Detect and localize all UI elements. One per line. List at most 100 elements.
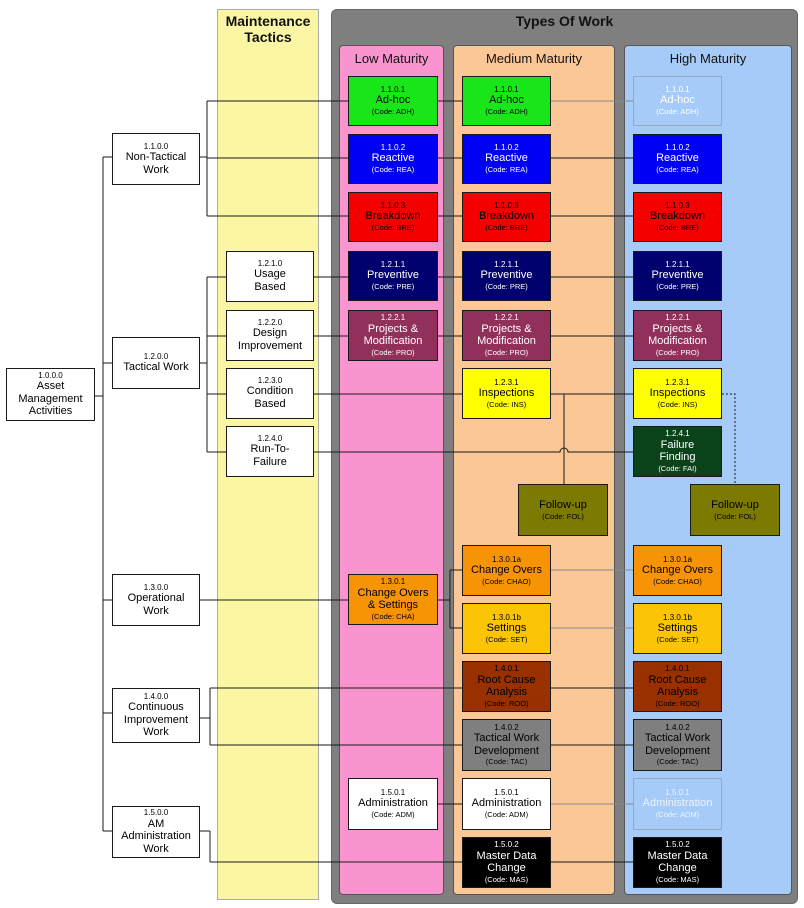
medium-master-data-change[interactable]: 1.5.0.2 Master Data Change (Code: MAS) (462, 837, 551, 888)
low-breakdown[interactable]: 1.1.0.3 Breakdown (Code: BRE) (348, 192, 438, 242)
high-change-overs[interactable]: 1.3.0.1a Change Overs (Code: CHAO) (633, 545, 722, 596)
medium-administration[interactable]: 1.5.0.1 Administration (Code: ADM) (462, 778, 551, 830)
medium-tactical-work-development[interactable]: 1.4.0.2 Tactical Work Development (Code:… (462, 719, 551, 771)
box-number: 1.5.0.1 (494, 788, 519, 798)
high-failure-finding[interactable]: 1.2.4.1 Failure Finding (Code: FAI) (633, 426, 722, 477)
box-title: Design Improvement (237, 327, 303, 353)
box-number: 1.2.2.1 (494, 313, 519, 323)
box-code: (Code: MAS) (655, 874, 700, 884)
box-code: (Code: ADM) (371, 810, 415, 820)
box-title: Breakdown (478, 210, 535, 223)
am-administration-work[interactable]: 1.5.0.0 AM Administration Work (112, 806, 200, 858)
box-number: 1.5.0.1 (380, 788, 406, 798)
box-title: Root Cause Analysis (648, 673, 707, 699)
medium-settings[interactable]: 1.3.0.1b Settings (Code: SET) (462, 603, 551, 654)
box-code: (Code: INS) (486, 399, 527, 409)
box-title: Change Overs (642, 563, 713, 576)
box-code: (Code: CHA) (371, 611, 415, 621)
box-number: 1.2.4.1 (665, 429, 690, 439)
non-tactical-work[interactable]: 1.1.0.0 Non-Tactical Work (112, 133, 200, 185)
box-number: 1.2.0.0 (143, 352, 169, 362)
high-breakdown[interactable]: 1.1.0.3 Breakdown (Code: BRE) (633, 192, 722, 242)
high-projects-modification[interactable]: 1.2.2.1 Projects & Modification (Code: P… (633, 310, 722, 361)
box-title: Ad-hoc (660, 94, 695, 107)
box-code: (Code: TAC) (656, 757, 699, 767)
box-title: Tactical Work (123, 361, 189, 374)
medium-follow-up[interactable]: Follow-up (Code: FOL) (518, 484, 608, 536)
high-root-cause-analysis[interactable]: 1.4.0.1 Root Cause Analysis (Code: ROO) (633, 661, 722, 712)
high-preventive[interactable]: 1.2.1.1 Preventive (Code: PRE) (633, 251, 722, 301)
box-number: 1.5.0.1 (665, 788, 690, 798)
box-title: Ad-hoc (489, 94, 524, 107)
high-follow-up[interactable]: Follow-up (Code: FOL) (690, 484, 780, 536)
high-settings[interactable]: 1.3.0.1b Settings (Code: SET) (633, 603, 722, 654)
box-number: 1.2.3.1 (494, 377, 519, 387)
operational-work[interactable]: 1.3.0.0 Operational Work (112, 574, 200, 626)
high-reactive[interactable]: 1.1.0.2 Reactive (Code: REA) (633, 134, 722, 184)
low-maturity-panel (339, 45, 444, 895)
box-code: (Code: ROO) (484, 698, 529, 708)
box-code: (Code: ROO) (655, 698, 700, 708)
box-number: 1.3.0.1 (380, 577, 406, 587)
high-master-data-change[interactable]: 1.5.0.2 Master Data Change (Code: MAS) (633, 837, 722, 888)
box-number: 1.3.0.0 (143, 582, 169, 592)
box-title: Reactive (485, 152, 528, 165)
high-adhoc[interactable]: 1.1.0.1 Ad-hoc (Code: ADH) (633, 76, 722, 126)
box-code: (Code: REA) (656, 165, 699, 175)
box-code: (Code: FAI) (658, 463, 697, 473)
low-administration[interactable]: 1.5.0.1 Administration (Code: ADM) (348, 778, 438, 830)
low-reactive[interactable]: 1.1.0.2 Reactive (Code: REA) (348, 134, 438, 184)
tactical-work[interactable]: 1.2.0.0 Tactical Work (112, 337, 200, 389)
box-title: Breakdown (649, 210, 706, 223)
medium-preventive[interactable]: 1.2.1.1 Preventive (Code: PRE) (462, 251, 551, 301)
medium-inspections[interactable]: 1.2.3.1 Inspections (Code: INS) (462, 368, 551, 419)
root-asset-management[interactable]: 1.0.0.0 Asset Management Activities (6, 368, 95, 421)
box-title: Failure Finding (659, 438, 696, 464)
high-inspections[interactable]: 1.2.3.1 Inspections (Code: INS) (633, 368, 722, 419)
medium-root-cause-analysis[interactable]: 1.4.0.1 Root Cause Analysis (Code: ROO) (462, 661, 551, 712)
medium-projects-modification[interactable]: 1.2.2.1 Projects & Modification (Code: P… (462, 310, 551, 361)
box-title: Inspections (649, 386, 706, 399)
box-code: (Code: MAS) (484, 874, 529, 884)
medium-breakdown[interactable]: 1.1.0.3 Breakdown (Code: BRE) (462, 192, 551, 242)
box-code: (Code: FOL) (714, 511, 756, 521)
box-number: 1.2.2.1 (380, 313, 406, 323)
tactic-run-to-failure[interactable]: 1.2.4.0 Run-To- Failure (226, 426, 314, 477)
tactic-design-improvement[interactable]: 1.2.2.0 Design Improvement (226, 310, 314, 361)
box-number: 1.1.0.1 (380, 85, 406, 95)
box-title: Preventive (651, 269, 704, 282)
medium-reactive[interactable]: 1.1.0.2 Reactive (Code: REA) (462, 134, 551, 184)
box-number: 1.3.0.1a (492, 554, 521, 564)
low-adhoc[interactable]: 1.1.0.1 Ad-hoc (Code: ADH) (348, 76, 438, 126)
box-number: 1.4.0.1 (494, 664, 519, 674)
box-number: 1.5.0.2 (665, 840, 690, 850)
tactic-usage-based[interactable]: 1.2.1.0 Usage Based (226, 251, 314, 302)
box-number: 1.0.0.0 (38, 370, 63, 380)
box-number: 1.1.0.2 (665, 143, 690, 153)
box-title: Run-To- Failure (250, 443, 290, 469)
low-projects-modification[interactable]: 1.2.2.1 Projects & Modification (Code: P… (348, 310, 438, 361)
box-number: 1.4.0.0 (143, 691, 169, 701)
low-change-overs-settings[interactable]: 1.3.0.1 Change Overs & Settings (Code: C… (348, 574, 438, 625)
box-title: Projects & Modification (477, 322, 536, 348)
high-tactical-work-development[interactable]: 1.4.0.2 Tactical Work Development (Code:… (633, 719, 722, 771)
box-title: Operational Work (127, 591, 185, 617)
box-number: 1.2.1.0 (257, 259, 283, 269)
box-code: (Code: ADH) (485, 107, 528, 117)
box-code: (Code: INS) (657, 399, 698, 409)
box-title: Master Data Change (476, 849, 537, 875)
low-preventive[interactable]: 1.2.1.1 Preventive (Code: PRE) (348, 251, 438, 301)
box-title: Administration (642, 797, 713, 810)
medium-adhoc[interactable]: 1.1.0.1 Ad-hoc (Code: ADH) (462, 76, 551, 126)
medium-change-overs[interactable]: 1.3.0.1a Change Overs (Code: CHAO) (462, 545, 551, 596)
box-number: 1.1.0.2 (380, 143, 406, 153)
box-number: 1.3.0.1a (663, 554, 692, 564)
box-title: Projects & Modification (363, 322, 423, 348)
medium-maturity-header: Medium Maturity (485, 51, 583, 66)
tactic-condition-based[interactable]: 1.2.3.0 Condition Based (226, 368, 314, 419)
continuous-improvement-work[interactable]: 1.4.0.0 Continuous Improvement Work (112, 688, 200, 743)
box-title: Follow-up (539, 498, 587, 511)
box-code: (Code: PRO) (371, 347, 415, 357)
high-administration[interactable]: 1.5.0.1 Administration (Code: ADM) (633, 778, 722, 830)
